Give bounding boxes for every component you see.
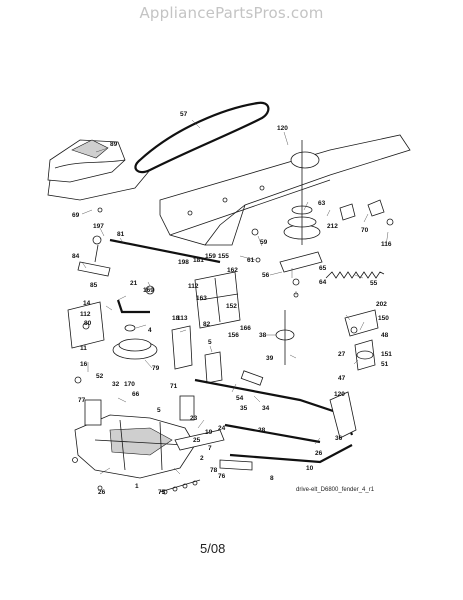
callout-76: 76	[218, 473, 226, 480]
callout-163: 163	[196, 295, 207, 302]
callout-11: 11	[80, 345, 87, 352]
callout-63: 63	[318, 200, 326, 207]
callout-198: 198	[178, 259, 189, 266]
callout-120b: 120	[334, 391, 345, 398]
callout-61: 61	[247, 257, 255, 264]
callout-51: 51	[381, 361, 389, 368]
callout-112: 112	[188, 283, 199, 290]
callout-64: 64	[319, 279, 327, 286]
callout-155: 155	[218, 253, 229, 260]
callout-32: 32	[112, 381, 120, 388]
callout-79: 79	[152, 365, 160, 372]
callout-34: 34	[262, 405, 270, 412]
callout-8: 8	[270, 475, 274, 482]
callout-197: 197	[93, 223, 104, 230]
callout-14: 14	[83, 300, 91, 307]
callout-69: 69	[72, 212, 80, 219]
callout-1: 1	[135, 483, 139, 490]
callout-54: 54	[236, 395, 244, 402]
callout-71: 71	[170, 383, 178, 390]
callout-56: 56	[262, 272, 270, 279]
page-date: 5/08	[200, 541, 226, 556]
callout-4: 4	[148, 327, 152, 334]
drawing-id: drive-elt_D6800_fender_4_r1	[296, 487, 375, 493]
callout-116: 116	[381, 241, 392, 248]
callout-166: 166	[240, 325, 251, 332]
drive-belt	[134, 101, 270, 174]
callout-151: 151	[381, 351, 392, 358]
callout-55: 55	[370, 280, 378, 287]
callout-38: 38	[259, 332, 267, 339]
callout-65: 65	[319, 265, 327, 272]
callout-19: 19	[205, 429, 213, 436]
callout-170: 170	[124, 381, 135, 388]
callout-120: 120	[277, 125, 288, 132]
callout-25: 25	[193, 437, 201, 444]
callout-77: 77	[78, 397, 86, 404]
callout-59: 59	[260, 239, 268, 246]
watermark: AppliancePartsPros.com	[139, 4, 324, 22]
callout-26: 26	[315, 450, 323, 457]
callout-36: 36	[335, 435, 343, 442]
callout-89: 89	[110, 141, 118, 148]
callout-84: 84	[72, 253, 80, 260]
callout-113: 113	[177, 315, 188, 322]
callout-39: 39	[266, 355, 274, 362]
callout-162: 162	[227, 267, 238, 274]
callout-52: 52	[96, 373, 104, 380]
callout-47: 47	[338, 375, 346, 382]
callout-23: 23	[190, 415, 198, 422]
callout-81: 81	[117, 231, 125, 238]
callout-28: 28	[258, 427, 266, 434]
callout-112b: 112	[80, 311, 91, 318]
callout-152: 152	[226, 303, 237, 310]
callout-78: 78	[210, 467, 218, 474]
callout-5b: 5	[157, 407, 161, 414]
rod	[224, 423, 321, 444]
callout-26b: 26	[98, 489, 106, 496]
callout-5: 5	[208, 339, 212, 346]
callout-181: 181	[193, 257, 204, 264]
callout-27: 27	[338, 351, 346, 358]
callout-82: 82	[203, 321, 211, 328]
callout-156: 156	[228, 332, 239, 339]
callout-202: 202	[376, 301, 387, 308]
callout-35: 35	[240, 405, 248, 412]
spring	[325, 271, 385, 279]
callout-80: 80	[84, 320, 92, 327]
callout-150: 150	[378, 315, 389, 322]
callout-159: 159	[205, 253, 216, 260]
callout-169: 169	[143, 287, 154, 294]
callout-10: 10	[306, 465, 314, 472]
callout-24: 24	[218, 425, 226, 432]
callout-75: 75	[158, 489, 166, 496]
callout-7: 7	[208, 445, 212, 452]
callout-48: 48	[381, 332, 389, 339]
callout-70: 70	[361, 227, 369, 234]
callout-66: 66	[132, 391, 140, 398]
callout-2: 2	[200, 455, 204, 462]
callout-85: 85	[90, 282, 98, 289]
frame-rail	[159, 134, 411, 246]
callout-16: 16	[80, 361, 88, 368]
callout-18: 18	[172, 315, 180, 322]
callout-21: 21	[130, 280, 138, 287]
fender	[47, 139, 126, 183]
callout-212: 212	[327, 223, 338, 230]
callout-57: 57	[180, 111, 188, 118]
